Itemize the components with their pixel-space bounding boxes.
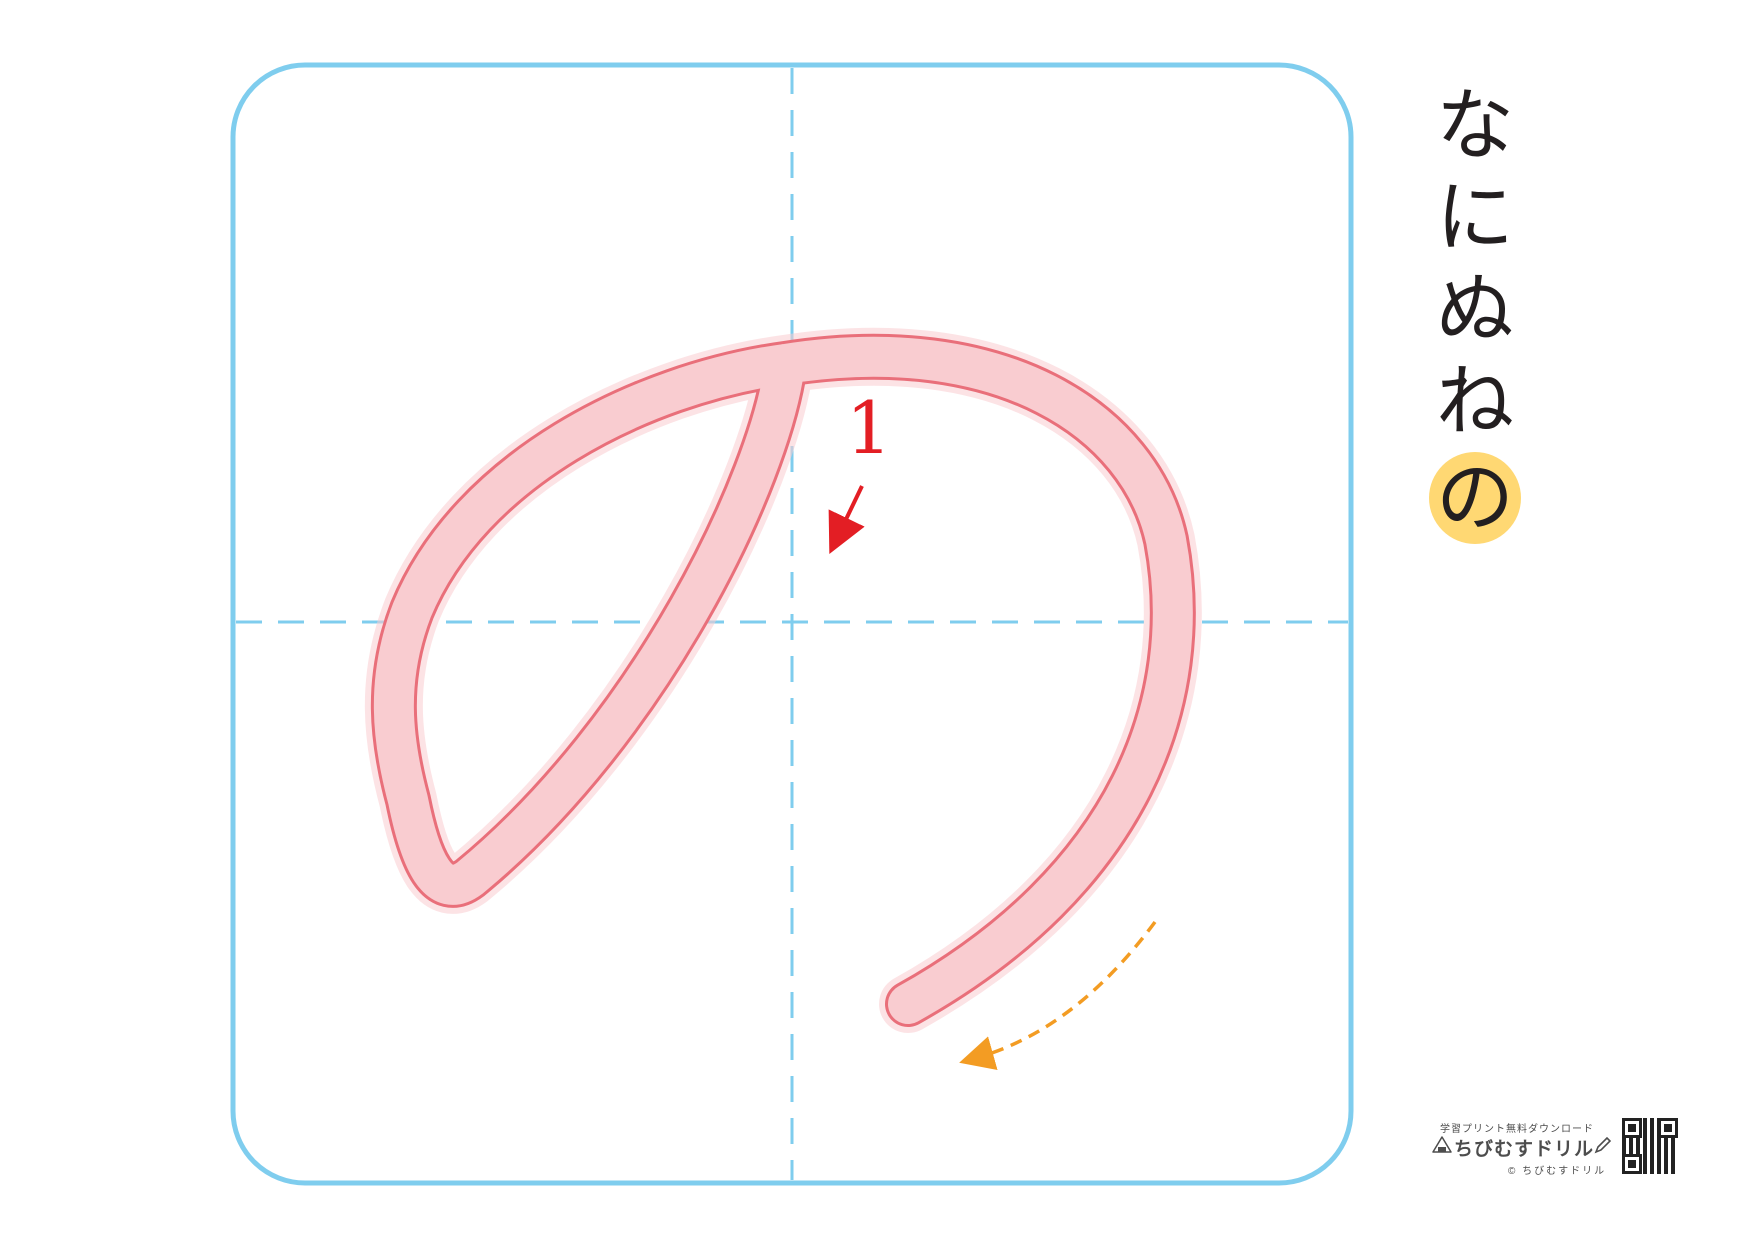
brand-copyright: © ちびむすドリル bbox=[1508, 1166, 1607, 1177]
sequence-character: に bbox=[1435, 173, 1514, 263]
tracing-character bbox=[364, 327, 1202, 1033]
continuation-arrow bbox=[959, 920, 1157, 1071]
stroke-direction-arrow bbox=[828, 485, 865, 555]
current-character-highlight: の bbox=[1429, 452, 1521, 544]
brand-name: ちびむすドリル bbox=[1454, 1139, 1595, 1160]
character-sequence: な に ぬ ね の bbox=[1420, 80, 1530, 544]
qr-code-icon bbox=[1622, 1118, 1678, 1174]
pencil-icon bbox=[1594, 1136, 1612, 1154]
sequence-character: ね bbox=[1435, 357, 1514, 447]
sequence-character: ぬ bbox=[1435, 265, 1514, 355]
sequence-character: な bbox=[1435, 81, 1514, 171]
practice-box-frame bbox=[230, 62, 1354, 1186]
brand-tagline: 学習プリント無料ダウンロード bbox=[1440, 1124, 1594, 1135]
stroke-number: 1 bbox=[846, 386, 892, 470]
onigiri-mascot-icon bbox=[1432, 1136, 1452, 1153]
brand-block: 学習プリント無料ダウンロード ちびむすドリル © ちびむすドリル bbox=[1432, 1120, 1686, 1180]
tracing-stroke bbox=[373, 336, 1193, 1024]
